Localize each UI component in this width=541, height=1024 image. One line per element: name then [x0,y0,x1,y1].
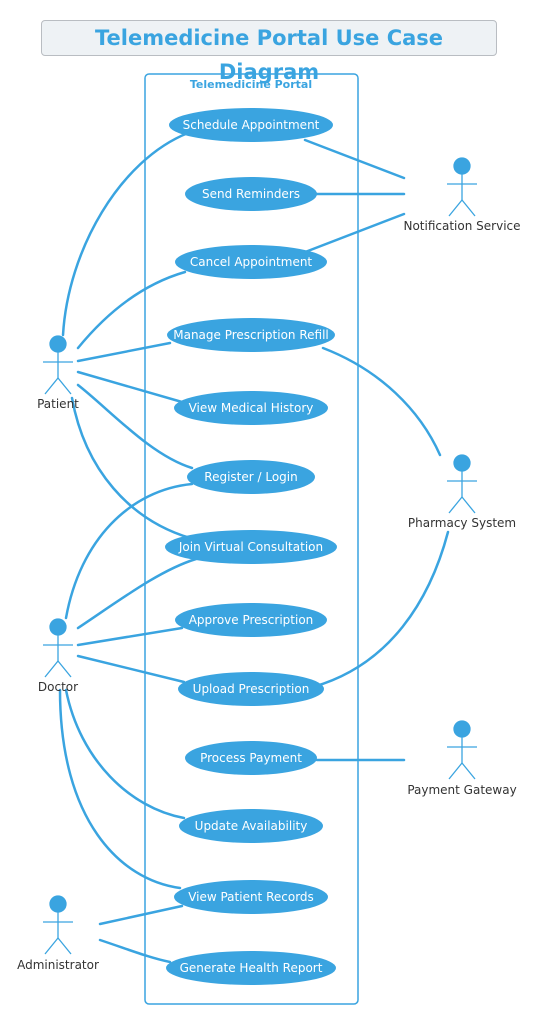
usecase-process-payment-label: Process Payment [200,751,302,765]
usecase-view-patient-records-label: View Patient Records [188,890,314,904]
actor-notification-service[interactable] [447,157,477,217]
actor-administrator-label: Administrator [17,958,99,972]
usecase-register-login[interactable]: Register / Login [187,460,315,494]
actor-doctor[interactable] [43,618,73,678]
usecase-upload-prescription-label: Upload Prescription [193,682,310,696]
usecase-cancel-appointment[interactable]: Cancel Appointment [175,245,327,279]
actor-payment-gateway-label: Payment Gateway [407,783,516,797]
link-doctor-availability [64,688,186,820]
usecase-manage-prescription-refill[interactable]: Manage Prescription Refill [167,318,335,352]
usecase-process-payment[interactable]: Process Payment [185,741,317,775]
link-notification-schedule [303,138,406,180]
link-patient-history [76,370,184,404]
link-pharmacy-refill [321,346,442,457]
usecase-cancel-appointment-label: Cancel Appointment [190,255,313,269]
link-doctor-upload [76,654,186,684]
link-admin-records [98,904,184,926]
actor-doctor-label: Doctor [38,680,78,694]
diagram-title: Telemedicine Portal Use Case Diagram [41,20,497,84]
link-doctor-consult [76,557,198,630]
actor-patient-label: Patient [37,397,79,411]
system-boundary-label: Telemedicine Portal [190,78,312,91]
system-boundary [144,73,359,1005]
usecase-send-reminders-label: Send Reminders [202,187,300,201]
usecase-schedule-appointment[interactable]: Schedule Appointment [169,108,333,142]
usecase-approve-prescription[interactable]: Approve Prescription [175,603,327,637]
usecase-generate-health-report-label: Generate Health Report [180,961,323,975]
link-doctor-register [64,482,194,620]
link-pharmacy-upload [311,530,450,689]
link-patient-consult [70,396,192,540]
link-patient-schedule [61,131,190,337]
actor-notification-service-label: Notification Service [403,219,520,233]
usecase-schedule-appointment-label: Schedule Appointment [183,118,320,132]
usecase-view-medical-history[interactable]: View Medical History [174,391,328,425]
actor-payment-gateway[interactable] [447,720,477,780]
usecase-join-virtual-consultation[interactable]: Join Virtual Consultation [165,530,337,564]
actor-patient[interactable] [43,335,73,395]
actor-pharmacy-system-label: Pharmacy System [408,516,516,530]
link-patient-refill [76,341,172,363]
link-doctor-records [58,688,182,890]
actor-pharmacy-system[interactable] [447,454,477,514]
usecase-upload-prescription[interactable]: Upload Prescription [178,672,324,706]
link-doctor-approve [76,626,184,647]
actor-administrator[interactable] [43,895,73,955]
usecase-generate-health-report[interactable]: Generate Health Report [166,951,336,985]
link-patient-register [76,383,194,470]
usecases: Schedule Appointment Send Reminders Canc… [165,108,337,985]
link-admin-report [98,938,172,964]
link-patient-cancel [76,270,187,350]
link-notification-cancel [298,212,406,256]
usecase-manage-prescription-refill-label: Manage Prescription Refill [173,328,329,342]
usecase-register-login-label: Register / Login [204,470,297,484]
usecase-join-virtual-consultation-label: Join Virtual Consultation [178,540,323,554]
usecase-approve-prescription-label: Approve Prescription [189,613,314,627]
usecase-update-availability[interactable]: Update Availability [179,809,323,843]
usecase-update-availability-label: Update Availability [195,819,308,833]
usecase-view-medical-history-label: View Medical History [189,401,314,415]
usecase-view-patient-records[interactable]: View Patient Records [174,880,328,914]
usecase-send-reminders[interactable]: Send Reminders [185,177,317,211]
